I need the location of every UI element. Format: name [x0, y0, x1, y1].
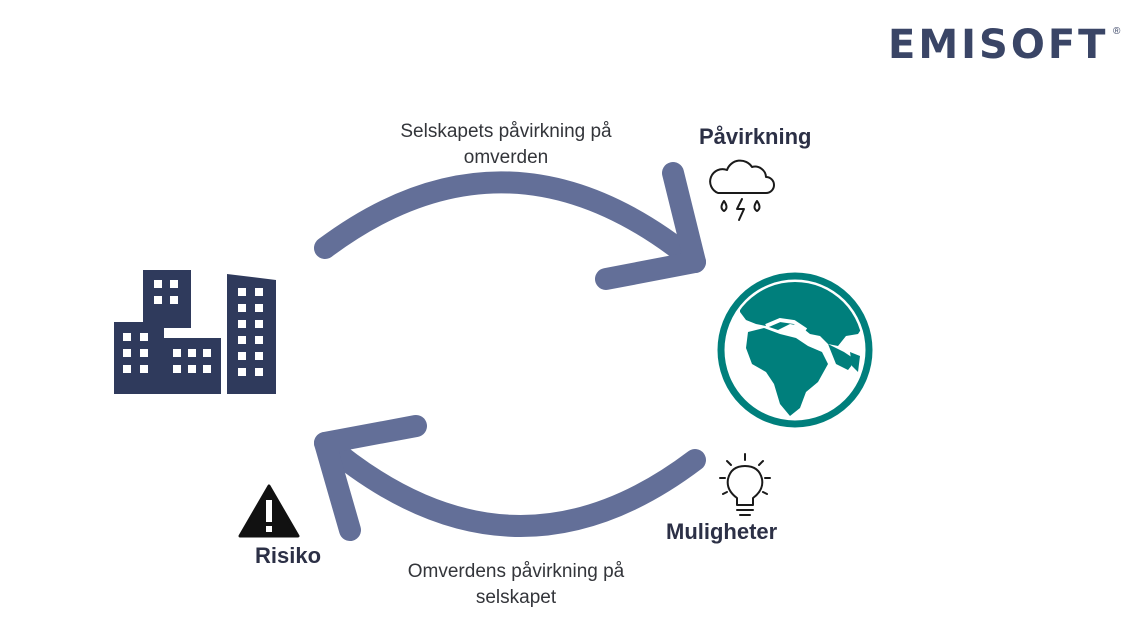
- globe-icon: [717, 272, 873, 428]
- building-icon: [114, 270, 276, 394]
- lightbulb-icon: [719, 453, 771, 516]
- bottom-caption-line2: selskapet: [475, 587, 557, 608]
- bottom-arrow-caption: Omverdens påvirkning på selskapet: [386, 559, 646, 611]
- top-arrow-caption: Selskapets påvirkning på omverden: [386, 119, 626, 171]
- opportunities-label: Muligheter: [666, 519, 778, 544]
- impact-label: Påvirkning: [699, 124, 812, 149]
- bottom-arrow: [314, 415, 706, 541]
- warning-icon: [238, 484, 300, 538]
- top-caption-line2: omverden: [463, 147, 549, 168]
- registered-mark: ®: [1113, 26, 1121, 37]
- top-caption-line1: Selskapets påvirkning på: [400, 121, 612, 142]
- bottom-caption-line1: Omverdens påvirkning på: [407, 561, 625, 582]
- rain-cloud-icon: [709, 159, 775, 221]
- risk-label: Risiko: [255, 543, 322, 568]
- brand-logo: EMISOFT: [888, 22, 1109, 68]
- top-arrow: [314, 162, 706, 290]
